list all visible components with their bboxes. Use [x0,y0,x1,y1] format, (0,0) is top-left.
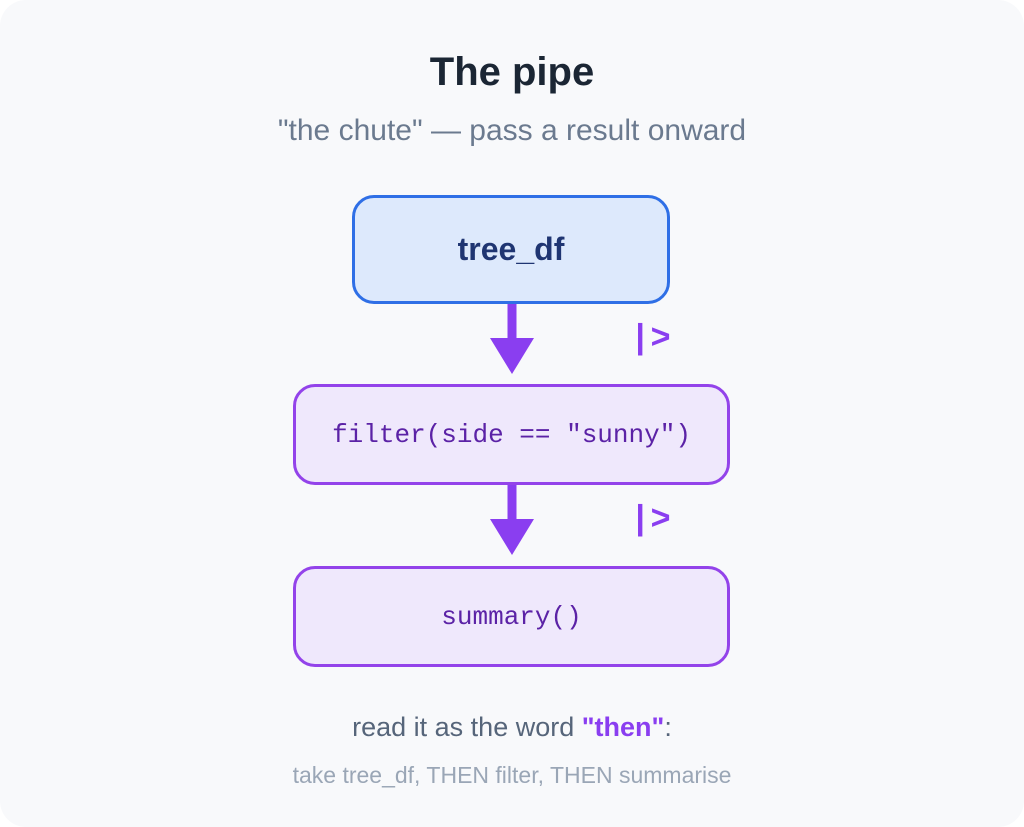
footer-caption: read it as the word "then": [0,709,1024,745]
diagram-title: The pipe [429,50,595,94]
footer-trail: : [664,712,672,742]
footer-explanation: take tree_df, THEN filter, THEN summaris… [292,762,732,788]
footer-keyword: "then" [581,712,665,742]
start-node: tree_df [352,195,670,304]
summary-step-node: summary() [293,566,730,667]
pipe-operator-label: |> [630,321,671,359]
pipe-operator-label: |> [630,502,671,540]
footer-lead: read it as the word [352,712,582,742]
filter-step-node: filter(side == "sunny") [293,384,730,485]
arrow-filter-to-summary [490,485,534,555]
arrow-start-to-filter [490,304,534,374]
diagram-subtitle: "the chute" — pass a result onward [277,114,747,147]
